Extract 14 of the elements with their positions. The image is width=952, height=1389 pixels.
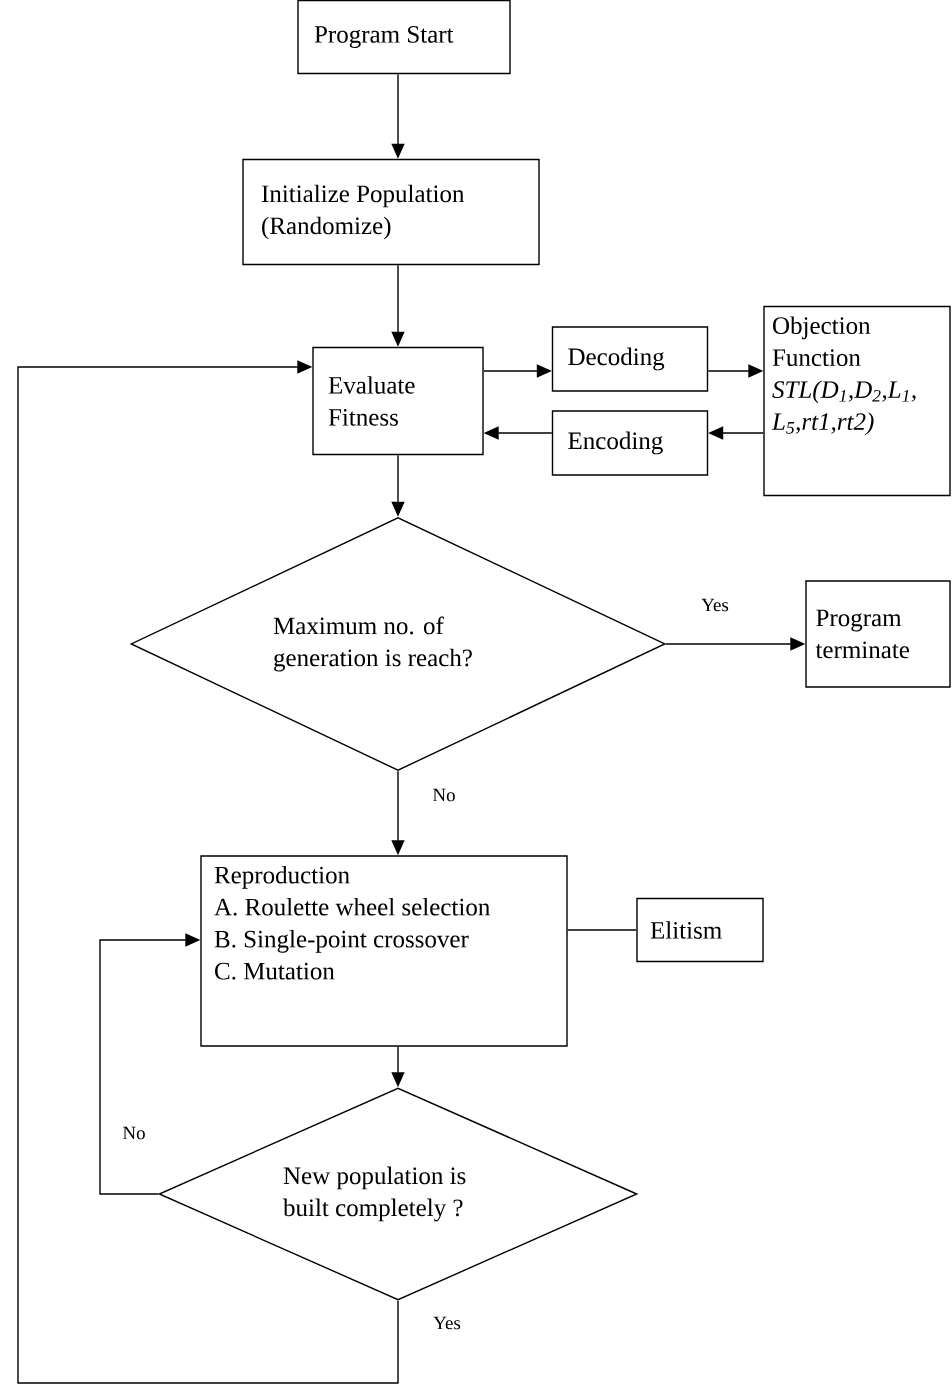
edge-label: Yes [699, 596, 731, 614]
process-box: Decoding [551, 326, 709, 392]
process-box: Encoding [551, 410, 709, 476]
process-box: Program Start [297, 0, 511, 75]
process-box: Elitism [636, 897, 764, 963]
edge-label: No [430, 786, 458, 804]
process-box: Evaluate Fitness [312, 346, 484, 456]
process-box: Objection Function STL(D$_{1}$,D$_{2}$,L$_{1}$, L$_{5}$,rt1,rt2) [763, 305, 951, 497]
process-box: Initialize Population (Randomize) [242, 158, 540, 266]
process-box: Reproduction A. Roulette wheel selection B. Single-point crossover C. Mutation [200, 855, 568, 1047]
arrow [17, 360, 399, 1384]
edge-label: Yes [431, 1314, 463, 1332]
edge-label: No [120, 1124, 148, 1142]
process-box: Program terminate [805, 580, 951, 688]
